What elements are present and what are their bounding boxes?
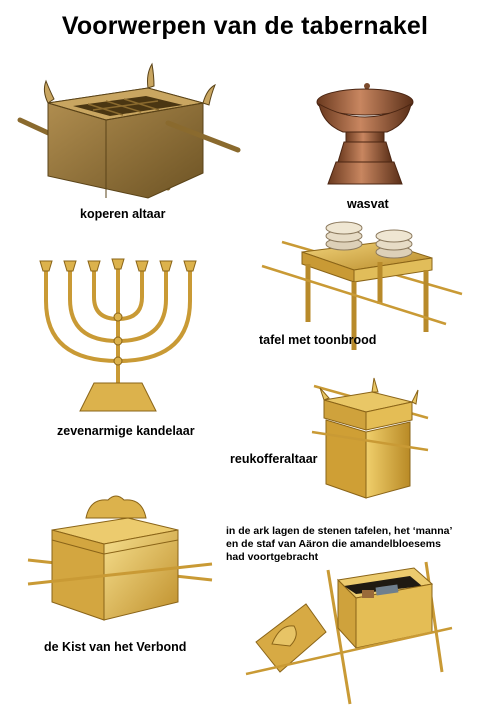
bronze-altar-illustration <box>17 62 241 199</box>
ark-of-covenant-illustration <box>27 495 213 621</box>
laver-label: wasvat <box>347 197 389 211</box>
altar-label: koperen altaar <box>80 207 166 221</box>
open-ark-with-contents-illustration <box>245 561 453 705</box>
incense-label: reukofferaltaar <box>230 452 318 466</box>
note-line: in de ark lagen de stenen tafelen, het ‘… <box>226 525 453 537</box>
menorah-illustration <box>39 258 197 412</box>
laver-basin-illustration <box>316 83 414 185</box>
note-line: had voortgebracht <box>226 551 319 563</box>
note-line: en de staf van Aäron die amandelbloesems <box>226 538 441 550</box>
menorah-label: zevenarmige kandelaar <box>57 424 195 438</box>
table-label: tafel met toonbrood <box>259 333 377 347</box>
ark-label: de Kist van het Verbond <box>44 640 187 654</box>
incense-altar-illustration <box>311 377 429 499</box>
page-title: Voorwerpen van de tabernakel <box>61 12 429 40</box>
showbread-table-illustration <box>261 221 463 350</box>
ark-contents-note: in de ark lagen de stenen tafelen, het ‘… <box>226 525 476 564</box>
